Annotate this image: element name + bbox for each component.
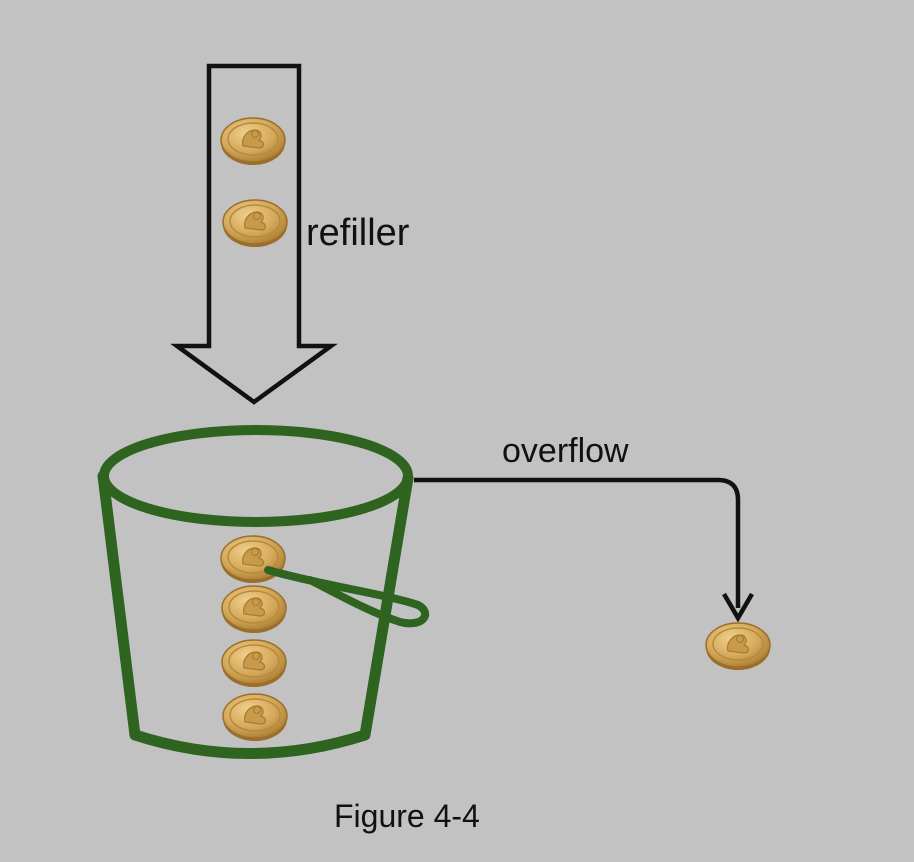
figure-caption: Figure 4-4 xyxy=(334,798,480,834)
bucket-icon xyxy=(97,425,414,759)
coin-icon xyxy=(222,199,288,248)
bucket-handle xyxy=(264,566,430,628)
overflow-label: overflow xyxy=(502,432,629,470)
coin-icon xyxy=(705,622,771,671)
refiller-label: refiller xyxy=(306,212,410,254)
overflow-arrow xyxy=(414,477,754,623)
coin-icon xyxy=(222,693,288,742)
coin-icon xyxy=(221,585,287,634)
down-arrow-icon xyxy=(170,63,338,405)
coin-icon xyxy=(221,639,287,688)
coin-icon xyxy=(220,117,286,166)
